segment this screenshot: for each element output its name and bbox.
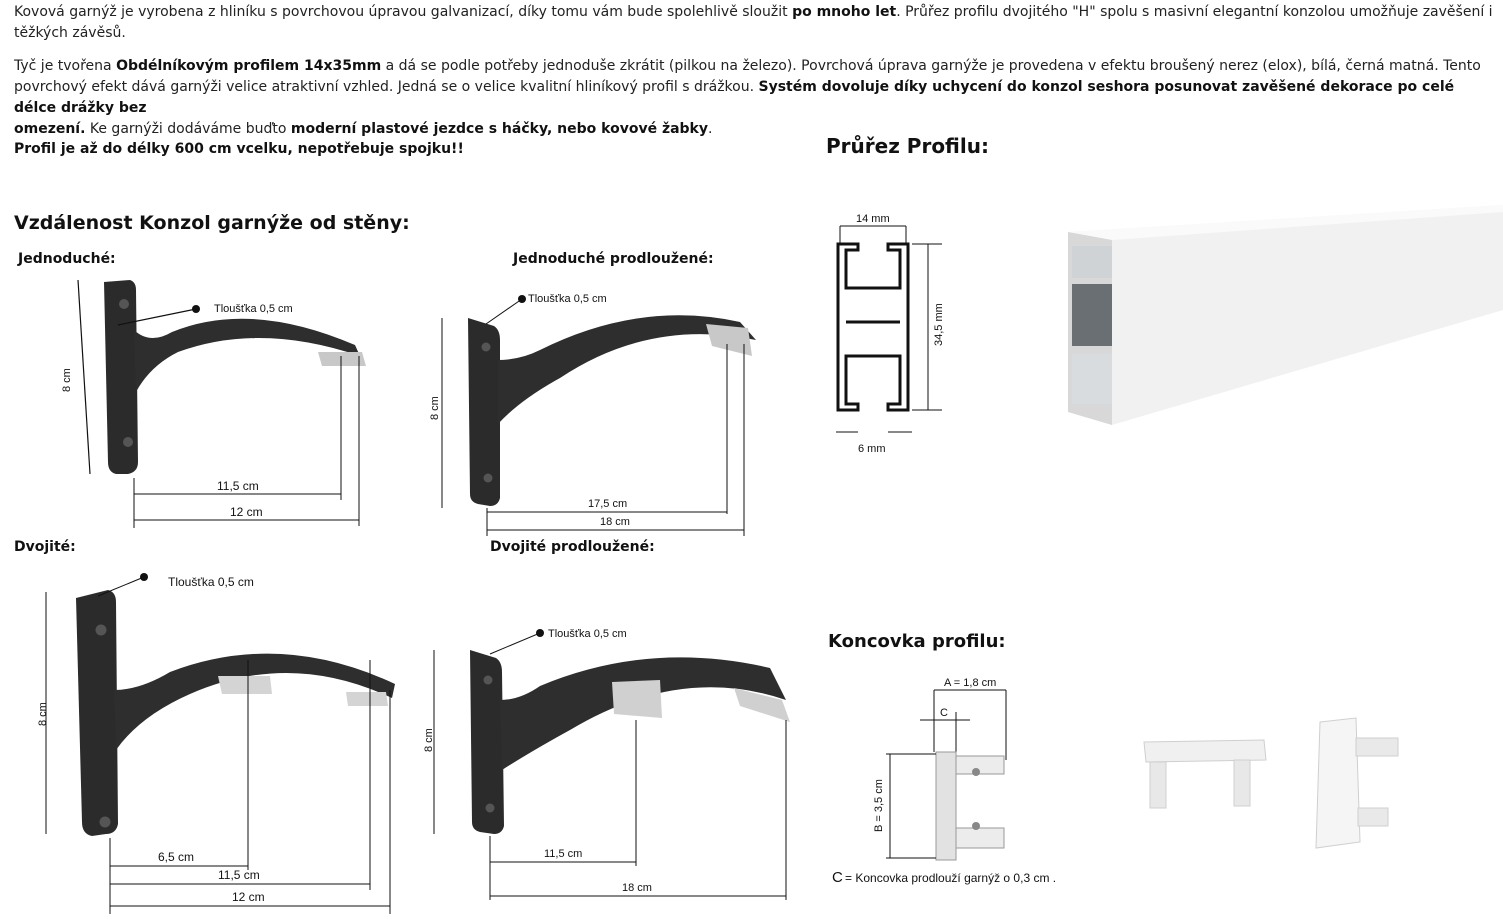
double-thickness-label: Tloušťka 0,5 cm xyxy=(168,575,254,589)
endcap-note: = Koncovka prodlouží garnýž o 0,3 cm . xyxy=(845,871,1056,885)
single-bracket-label: Jednoduché: xyxy=(18,251,116,267)
single-ext-arm xyxy=(498,315,756,424)
intro-text: a dá se podle potřeby jednoduše zkrátit … xyxy=(381,58,1481,74)
single-ext-d1-label: 17,5 cm xyxy=(588,498,627,510)
intro-text: Ke garnýži dodáváme buďto xyxy=(85,121,291,137)
double-height-label: 8 cm xyxy=(37,702,49,726)
rail-front-face xyxy=(1068,205,1503,425)
double-d0-label: 6,5 cm xyxy=(158,850,194,864)
intro-text: . xyxy=(708,121,713,137)
single-thickness-label: Tloušťka 0,5 cm xyxy=(214,303,293,315)
intro-text: Tyč je tvořena xyxy=(14,58,117,74)
single-height-label: 8 cm xyxy=(61,368,73,392)
endcap-b-label: B = 3,5 cm xyxy=(873,779,885,832)
profile-gap-label: 6 mm xyxy=(858,443,886,455)
single-ext-d2-label: 18 cm xyxy=(600,516,630,528)
double-rail-clip-1 xyxy=(218,676,272,694)
double-ext-rail-clip-2 xyxy=(734,688,790,722)
double-d2-label: 12 cm xyxy=(232,890,265,904)
single-d1-label: 11,5 cm xyxy=(217,479,259,493)
profile-h-shape xyxy=(836,242,910,412)
double-d1-label: 11,5 cm xyxy=(218,868,260,882)
intro-text: . Průřez profilu dvojitého "H" spolu s m… xyxy=(896,4,1493,20)
screw-hole xyxy=(123,437,133,447)
endcap-a-label: A = 1,8 cm xyxy=(944,677,996,689)
double-ext-wall-plate xyxy=(470,650,504,834)
double-ext-thickness-label: Tloušťka 0,5 cm xyxy=(548,628,627,640)
double-wall-plate xyxy=(76,590,118,836)
single-ext-rail-clip xyxy=(706,324,752,356)
double-ext-arm xyxy=(500,657,786,770)
double-rail-clip-2 xyxy=(346,692,388,706)
endcap-photo-cap-2 xyxy=(1315,717,1361,849)
single-d2-label: 12 cm xyxy=(230,505,263,519)
single-ext-thickness-label: Tloušťka 0,5 cm xyxy=(528,293,607,305)
intro-bold: Systém dovoluje díky uchycení do konzol … xyxy=(14,79,1455,116)
endcap-c-label: C xyxy=(940,707,948,719)
intro-bold: Profil je až do délky 600 cm vcelku, nep… xyxy=(14,141,464,157)
intro-bold: moderní plastové jezdce s háčky, nebo ko… xyxy=(290,121,708,137)
single-arm xyxy=(134,318,360,392)
intro-bold: po mnoho let xyxy=(792,4,897,20)
double-bracket-label: Dvojité: xyxy=(14,539,76,555)
intro-bold: omezení. xyxy=(14,121,86,137)
distance-heading: Vzdálenost Konzol garnýže od stěny: xyxy=(14,212,410,234)
double-arm xyxy=(114,653,395,750)
double-ext-d2-label: 18 cm xyxy=(622,882,652,894)
intro-bold: Obdélníkovým profilem 14x35mm xyxy=(116,58,382,74)
endcap-heading: Koncovka profilu: xyxy=(828,631,1006,652)
profile-height-label: 34,5 mm xyxy=(933,303,945,346)
double-ext-height-label: 8 cm xyxy=(423,728,435,752)
intro-text: těžkých závěsů. xyxy=(14,25,126,41)
rail-groove-dark xyxy=(1072,284,1112,346)
single-ext-wall-plate xyxy=(468,318,500,506)
profile-width-label: 14 mm xyxy=(856,213,890,225)
single-ext-bracket-label: Jednoduché prodloužené: xyxy=(513,251,714,267)
endcap-plate xyxy=(935,751,957,861)
intro-text: Kovová garnýž je vyrobena z hliníku s po… xyxy=(14,4,793,20)
endcap-photo-cap-1 xyxy=(1143,739,1267,763)
intro-paragraph-3: Profil je až do délky 600 cm vcelku, nep… xyxy=(14,139,464,160)
screw-hole xyxy=(119,299,129,309)
intro-paragraph-2: Tyč je tvořena Obdélníkovým profilem 14x… xyxy=(14,56,1494,140)
single-wall-plate xyxy=(104,280,138,474)
single-rail-clip xyxy=(318,352,366,366)
double-ext-bracket-label: Dvojité prodloužené: xyxy=(490,539,655,555)
intro-text: povrchový efekt dává garnýži velice atra… xyxy=(14,79,759,95)
intro-paragraph-1: Kovová garnýž je vyrobena z hliníku s po… xyxy=(14,2,1494,44)
double-ext-rail-clip-1 xyxy=(612,680,662,718)
single-ext-height-label: 8 cm xyxy=(429,396,441,420)
profile-heading: Průřez Profilu: xyxy=(826,134,989,158)
double-ext-d1-label: 11,5 cm xyxy=(544,848,582,860)
endcap-note-c: C xyxy=(832,869,843,886)
